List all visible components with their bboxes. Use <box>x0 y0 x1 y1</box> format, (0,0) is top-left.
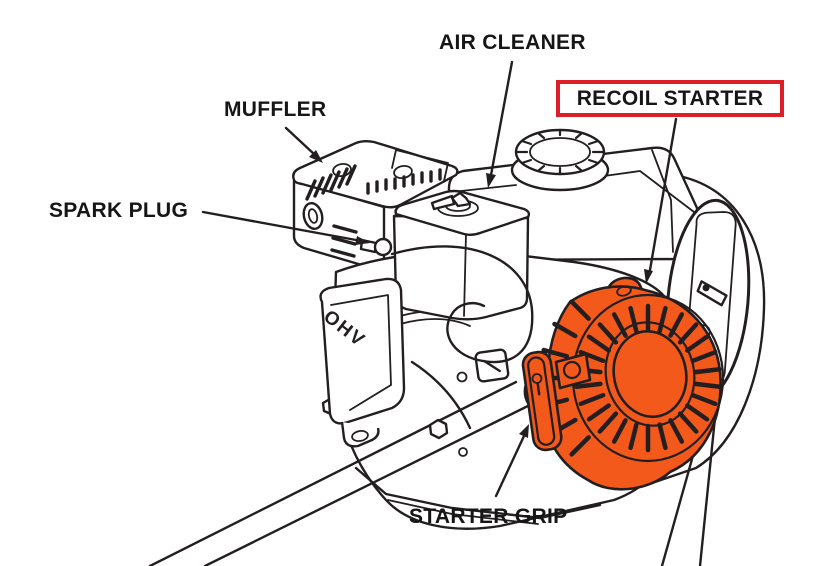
fuel-valve-lever <box>696 280 728 307</box>
recoil-center-hub <box>604 321 696 427</box>
air-cleaner <box>392 189 531 321</box>
recoil-starter-highlight-box: RECOIL STARTER <box>556 80 784 117</box>
muffler-heat-shield-slots <box>366 168 442 195</box>
air-cleaner-arrow <box>486 60 514 188</box>
label-muffler: MUFFLER <box>224 98 327 121</box>
recoil-starter <box>523 276 725 491</box>
fuel-cap <box>510 128 610 192</box>
muffler-arrow <box>284 126 323 163</box>
label-recoil-starter: RECOIL STARTER <box>576 86 764 110</box>
spark-plug-wire <box>390 245 534 430</box>
spark-plug-arrow <box>201 210 370 245</box>
label-spark-plug: SPARK PLUG <box>49 199 189 222</box>
wing-nut <box>430 191 472 211</box>
ohv-valve-cover: OHV <box>319 277 406 448</box>
label-air-cleaner: AIR CLEANER <box>439 31 586 54</box>
label-starter-grip: STARTER GRIP <box>409 505 568 528</box>
recoil-starter-arrow <box>644 117 678 284</box>
fuel-cap-knurling <box>514 128 606 176</box>
starter-grip <box>521 350 592 452</box>
muffler-louver-slots <box>305 164 357 201</box>
muffler-front-slots <box>330 224 358 258</box>
starter-grip-arrow <box>494 424 529 498</box>
